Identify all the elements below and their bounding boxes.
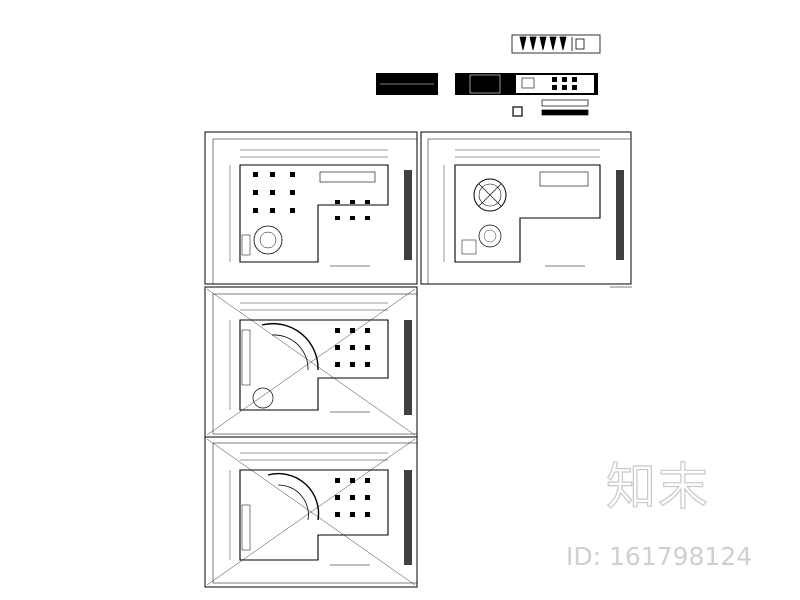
watermark-brand: 知末 — [605, 458, 710, 516]
detail-small-box — [512, 106, 523, 117]
watermark-id: ID: 161798124 — [566, 544, 752, 569]
detail-strip-elevation — [455, 73, 598, 95]
sheet-floor-plan-upper-b — [204, 436, 418, 588]
sheet-ceiling-plan — [420, 131, 632, 285]
sheet-furniture-plan — [204, 131, 418, 285]
detail-strip-black-left — [376, 73, 438, 95]
sheet-floor-plan-upper-a — [204, 286, 418, 438]
watermark-id-label: ID: — [566, 542, 602, 571]
detail-strip-small — [541, 99, 589, 116]
detail-strip-top-right — [511, 34, 601, 54]
watermark-id-number: 161798124 — [609, 542, 753, 571]
